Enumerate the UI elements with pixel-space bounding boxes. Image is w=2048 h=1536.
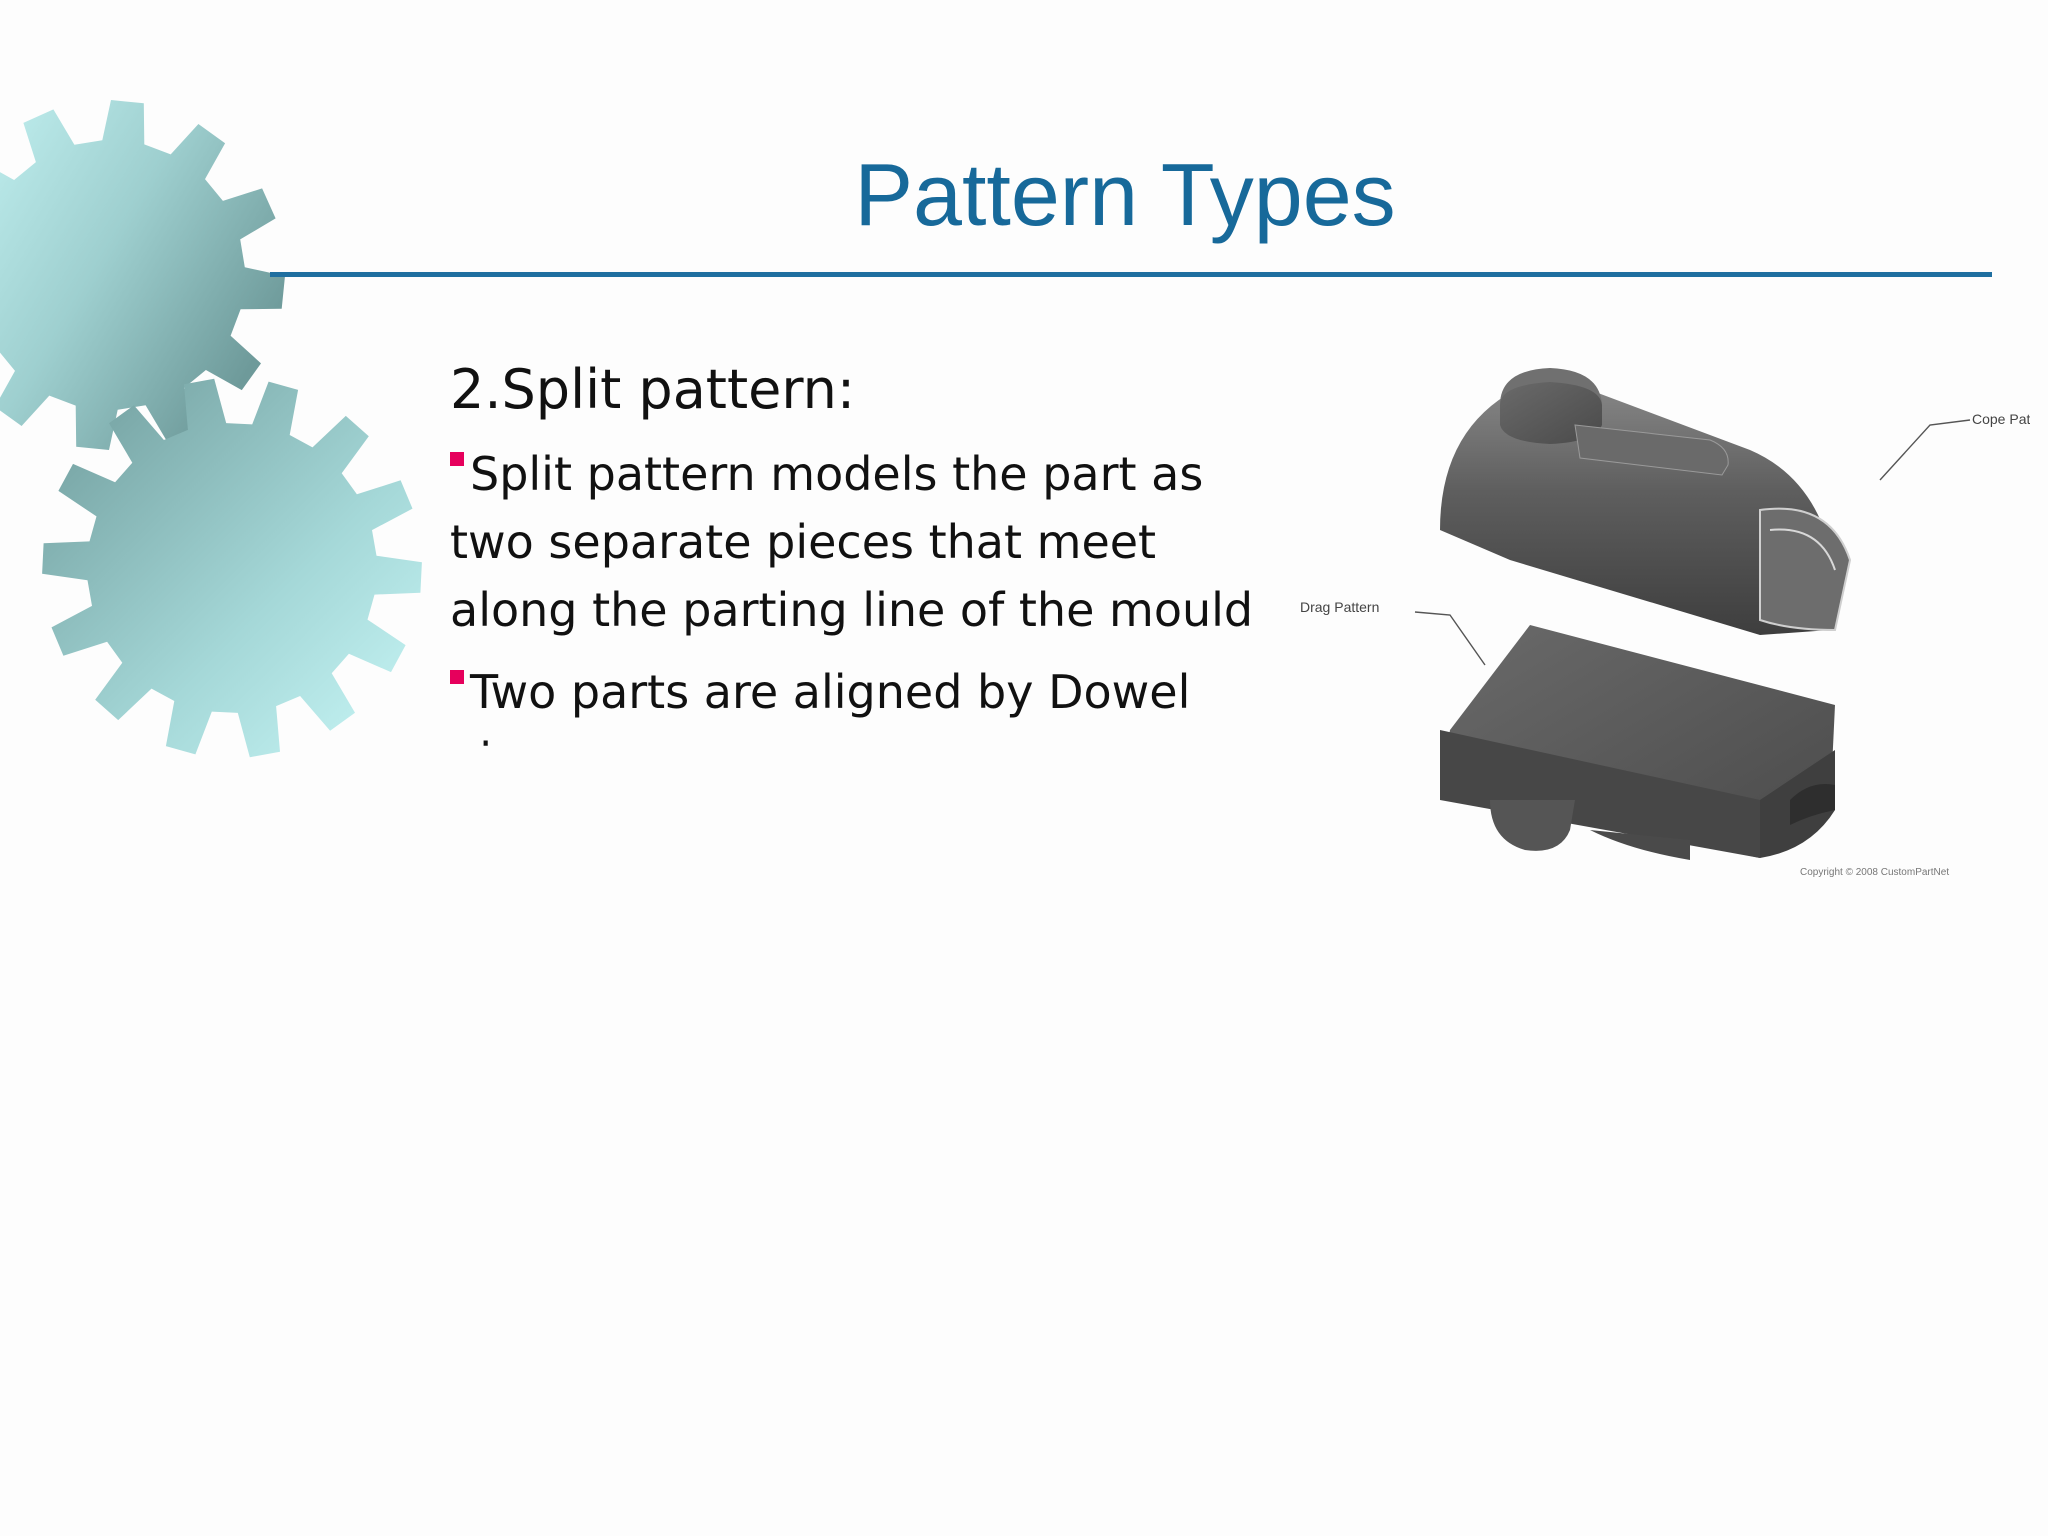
figure-copyright: Copyright © 2008 CustomPartNet xyxy=(1800,867,1949,878)
gear-bottom xyxy=(42,378,422,758)
gears-decoration xyxy=(0,100,422,758)
slide-content: 2.Split pattern: Split pattern models th… xyxy=(450,350,1270,750)
title-divider xyxy=(270,272,1992,277)
page-title: Pattern Types xyxy=(854,145,1396,244)
section-heading: 2.Split pattern: xyxy=(450,358,856,421)
bullet-text: Two parts are aligned by Dowel pins xyxy=(450,665,1191,750)
bullet-item: Split pattern models the part as two sep… xyxy=(450,440,1270,644)
split-pattern-figure: Cope Pattern Drag Pattern Copyright © 20… xyxy=(1290,330,2048,900)
cope-pattern-label: Cope Pattern xyxy=(1972,411,2030,427)
gear-top xyxy=(0,100,285,450)
bullet-square-icon xyxy=(450,452,464,466)
cope-pattern xyxy=(1440,368,1852,635)
split-pattern-illustration: Cope Pattern Drag Pattern Copyright © 20… xyxy=(1300,368,2048,878)
bullet-square-icon xyxy=(450,670,464,684)
bullet-text: Split pattern models the part as two sep… xyxy=(450,447,1254,637)
bullet-item: Two parts are aligned by Dowel pins xyxy=(450,658,1270,750)
drag-pattern-label: Drag Pattern xyxy=(1300,599,1379,615)
drag-pattern xyxy=(1440,625,1835,860)
